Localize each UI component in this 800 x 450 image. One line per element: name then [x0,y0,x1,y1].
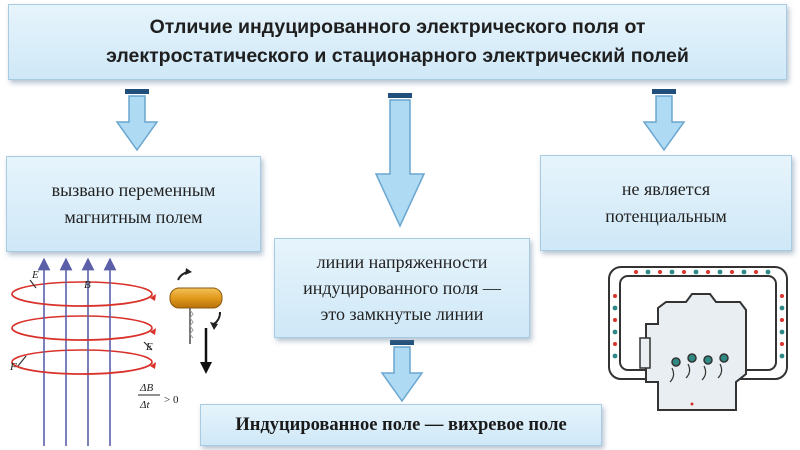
formula-denominator: Δt [139,399,150,411]
left-box-line-2: магнитным полем [64,207,203,227]
formula-numerator: ΔB [139,382,153,394]
box-vortex-field: Индуцированное поле — вихревое поле [200,404,602,446]
box-closed-field-lines: линии напряженности индуцированного поля… [274,238,530,338]
label-e-top: E [31,269,39,281]
middle-box-line-2: индуцированного поля — [303,278,501,298]
magnet-illustration [169,268,223,374]
middle-box-line-3: это замкнутые линии [320,304,484,324]
label-f: F [9,361,17,373]
vortex-circuit-illustration [608,266,788,411]
bottom-box-text: Индуцированное поле — вихревое поле [235,414,567,435]
arrow-down-bottom [380,340,424,403]
title-box: Отличие индуцированного электрического п… [8,4,787,80]
field-lines-illustration: E B E F ΔB Δt > 0 [9,258,179,446]
left-box-line-1: вызвано переменным [51,180,216,200]
middle-box-line-1: линии напряженности [316,252,488,272]
right-box-line-1: не является [621,179,711,199]
title-line-1: Отличие индуцированного электрического п… [149,16,646,38]
arrow-down-left [115,89,159,152]
box-not-potential: не является потенциальным [540,155,792,251]
arrow-down-right [642,89,686,152]
formula-relation: > 0 [164,394,179,406]
label-b: B [84,279,91,291]
arrow-down-middle [374,93,426,228]
right-box-line-2: потенциальным [605,206,727,226]
title-line-2: электростатического и стационарного элек… [106,45,689,67]
box-variable-magnetic-field: вызвано переменным магнитным полем [6,156,261,252]
label-e-right: E [145,341,153,353]
